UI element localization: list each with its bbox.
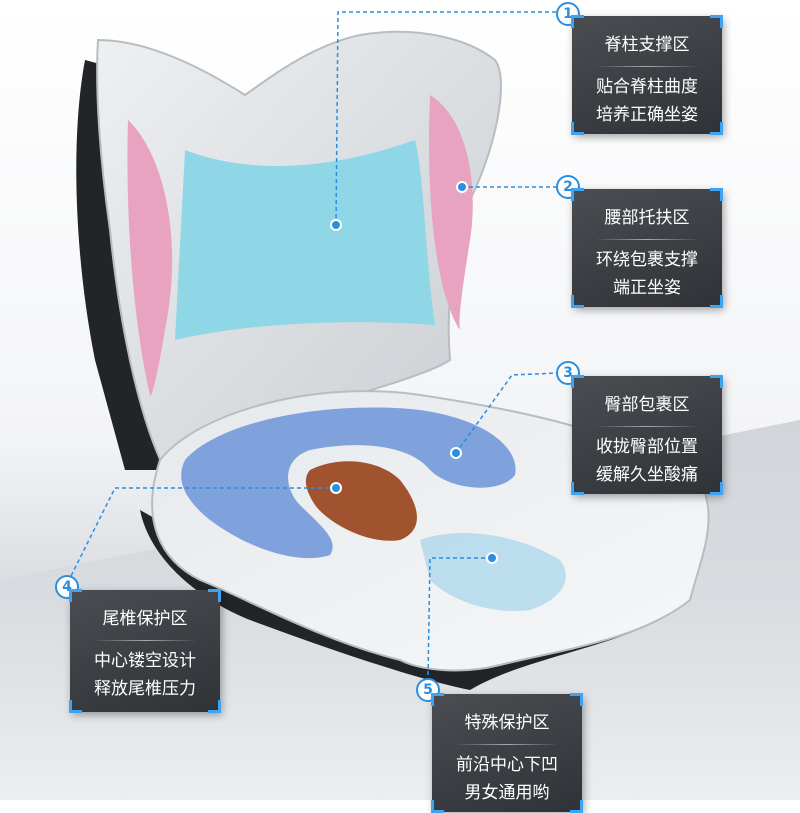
callout-title: 尾椎保护区 (102, 609, 188, 629)
callout-5-number-badge: 5 (416, 678, 440, 702)
leader-line-1 (335, 11, 558, 226)
callout-title: 腰部托扶区 (604, 208, 690, 228)
callout-text: 端正坐姿 (613, 278, 681, 298)
divider (594, 426, 700, 427)
callout-title: 臀部包裹区 (604, 395, 690, 415)
callout-waist-support: 腰部托扶区 环绕包裹支撑 端正坐姿 (571, 188, 723, 308)
callout-text: 男女通用哟 (464, 783, 550, 803)
marker-front (486, 552, 498, 564)
callout-title: 特殊保护区 (464, 713, 550, 733)
callout-special-protection: 特殊保护区 前沿中心下凹 男女通用哟 (431, 693, 583, 813)
leader-line-5 (427, 557, 492, 679)
marker-waist (456, 181, 468, 193)
callout-4-number-badge: 4 (55, 575, 79, 599)
leader-line-4 (69, 487, 336, 579)
callout-spine-support: 脊柱支撑区 贴合脊柱曲度 培养正确坐姿 (571, 15, 723, 135)
callout-text: 缓解久坐酸痛 (596, 465, 698, 485)
marker-hip (450, 447, 462, 459)
callout-text: 培养正确坐姿 (596, 105, 698, 125)
callout-3-number-badge: 3 (556, 361, 580, 385)
marker-spine (330, 219, 342, 231)
waist-support-zone-left (127, 120, 173, 397)
marker-tailbone (330, 482, 342, 494)
hip-wrap-zone (181, 407, 516, 559)
callout-text: 中心镂空设计 (94, 651, 196, 671)
divider (92, 640, 198, 641)
callout-hip-wrap: 臀部包裹区 收拢臀部位置 缓解久坐酸痛 (571, 375, 723, 495)
waist-support-zone-right (429, 95, 473, 330)
tailbone-zone (305, 461, 417, 541)
callout-title: 脊柱支撑区 (604, 35, 690, 55)
callout-text: 收拢臀部位置 (596, 437, 698, 457)
leader-line-3 (455, 372, 559, 454)
front-dip-zone (420, 532, 566, 611)
callout-text: 释放尾椎压力 (94, 679, 196, 699)
divider (594, 66, 700, 67)
divider (594, 239, 700, 240)
callout-text: 前沿中心下凹 (456, 755, 558, 775)
callout-text: 环绕包裹支撑 (596, 250, 698, 270)
spine-support-zone (175, 140, 435, 340)
callout-text: 贴合脊柱曲度 (596, 77, 698, 97)
callout-tailbone-protection: 尾椎保护区 中心镂空设计 释放尾椎压力 (69, 589, 221, 713)
callout-2-number-badge: 2 (556, 175, 580, 199)
divider (454, 744, 560, 745)
